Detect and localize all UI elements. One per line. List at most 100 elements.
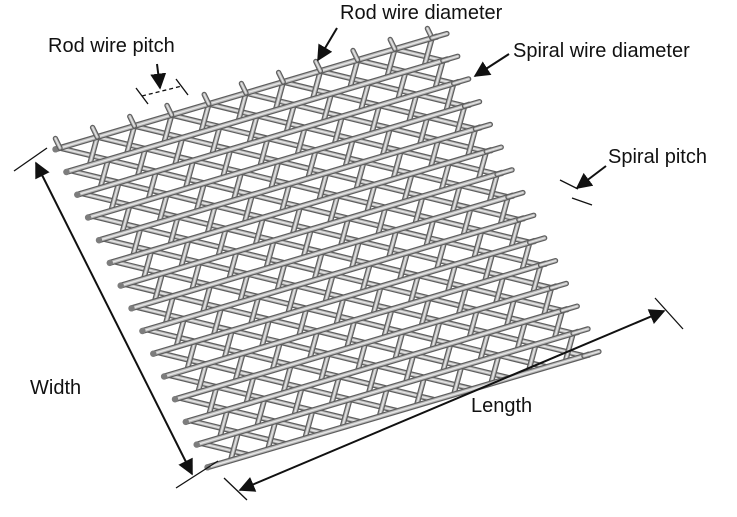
- spiral-loop-tip: [472, 121, 493, 132]
- spiral-wire-segment: [435, 137, 490, 155]
- spiral-wire-segment: [497, 194, 511, 228]
- spiral-wire-segment: [224, 406, 279, 425]
- spiral-loop-tip: [548, 280, 569, 291]
- spiral-wire-segment: [489, 250, 544, 268]
- spiral-wire-segment: [433, 238, 448, 273]
- spiral-wire-segment: [404, 249, 459, 268]
- spiral-wire-segment: [508, 216, 522, 251]
- spiral-wire-segment: [286, 181, 341, 199]
- spiral-wire-segment: [350, 136, 404, 154]
- spiral-wire-segment: [500, 273, 555, 291]
- spiral-wire-segment: [227, 429, 242, 464]
- spiral-wire-segment: [220, 146, 234, 181]
- spiral-wire-segment: [193, 180, 207, 215]
- spiral-wire-segment: [323, 170, 378, 188]
- rod-wire-end: [128, 305, 135, 312]
- spiral-wire-segment: [458, 363, 513, 381]
- spiral-wire-segment: [175, 214, 229, 232]
- spiral-wire-segment: [199, 282, 214, 316]
- spiral-wire-segment: [452, 261, 507, 279]
- spiral-wire-segment: [345, 215, 400, 233]
- spiral-wire-segment: [244, 271, 299, 289]
- spiral-wire-segment: [364, 181, 378, 216]
- spiral-wire-segment: [464, 126, 479, 160]
- spiral-pitch-extension-top: [559, 179, 579, 190]
- spiral-wire-segment: [230, 169, 245, 204]
- spiral-wire-segment: [409, 170, 463, 189]
- spiral-wire-segment: [426, 295, 480, 313]
- spiral-wire-segment: [375, 204, 389, 239]
- spiral-wire-segment: [86, 134, 100, 168]
- spiral-wire-segment: [229, 327, 283, 345]
- spiral-wire-segment: [438, 159, 452, 194]
- spiral-wire-segment: [303, 305, 358, 323]
- rod-wire: [63, 56, 451, 175]
- spiral-wire-segment: [309, 407, 364, 425]
- spiral-wire-segment: [209, 123, 223, 158]
- spiral-wire-segment: [272, 418, 327, 436]
- spiral-wire-segment: [519, 239, 533, 274]
- spiral-wire-segment: [427, 137, 441, 171]
- spiral-wire-segment: [460, 205, 474, 239]
- spiral-wire-segment: [285, 282, 299, 317]
- spiral-wire-segment: [227, 146, 282, 164]
- spiral-wire-segment: [198, 440, 252, 458]
- spiral-wire-segment: [289, 203, 304, 238]
- spiral-wire-segment: [243, 90, 297, 108]
- spiral-wire-segment: [361, 159, 415, 177]
- rod-wire-diameter-label: Rod wire diameter: [340, 2, 503, 24]
- spiral-wire-segment: [148, 247, 203, 266]
- spiral-wire-segment: [192, 338, 246, 356]
- spiral-wire-segment: [334, 192, 389, 211]
- rod-wire-end: [150, 350, 157, 357]
- spiral-loop-tip: [537, 258, 559, 268]
- spiral-wire-segment: [302, 124, 356, 142]
- spiral-wire-segment: [530, 262, 544, 297]
- spiral-wire-segment: [57, 145, 111, 163]
- spiral-wire-segment: [133, 304, 187, 322]
- spiral-wire-segment: [212, 203, 266, 221]
- spiral-wire-segment: [278, 181, 293, 215]
- spiral-loop-tip: [440, 53, 461, 64]
- spiral-wire-segment: [127, 202, 181, 220]
- spiral-wire-segment: [330, 271, 384, 290]
- spiral-wire-segment: [468, 205, 522, 223]
- spiral-wire-segment: [206, 101, 260, 119]
- spiral-wire-segment: [424, 114, 479, 132]
- spiral-wire-segment: [288, 362, 342, 380]
- rod-wire-end: [160, 373, 168, 380]
- spiral-wire-segment: [198, 101, 212, 135]
- spiral-wire-segment: [356, 238, 411, 256]
- spiral-wire-segment: [297, 203, 352, 222]
- spiral-wire-segment: [164, 191, 218, 209]
- spiral-wire-segment: [322, 271, 336, 306]
- spiral-wire-segment: [204, 203, 218, 237]
- spiral-wire-segment: [492, 273, 507, 308]
- spiral-loop-tip: [483, 144, 504, 155]
- spiral-wire-segment: [371, 181, 426, 200]
- rod-wire-end: [84, 214, 92, 221]
- spiral-wire-segment: [421, 35, 435, 69]
- spiral-wire-segment: [292, 282, 347, 301]
- spiral-wire-segment: [444, 261, 459, 296]
- length-extension-line-left: [223, 477, 248, 501]
- spiral-wire-segment: [387, 125, 441, 143]
- spiral-wire-segment: [395, 68, 409, 103]
- spiral-wire-segment: [251, 373, 305, 391]
- spiral-wire-segment: [261, 395, 316, 414]
- width-extension-line-top: [13, 147, 48, 172]
- spiral-wire-segment: [432, 57, 446, 92]
- spiral-wire-segment: [454, 103, 468, 138]
- spiral-wire-segment: [320, 90, 335, 125]
- spiral-wire-segment: [326, 192, 341, 227]
- spiral-wire-segment: [252, 214, 266, 249]
- spiral-wire-segment: [485, 329, 539, 348]
- spiral-wire-segment: [216, 406, 231, 441]
- spiral-loop-tip: [313, 58, 324, 74]
- spiral-loop-tip: [461, 99, 483, 109]
- spiral-wire-segment: [235, 90, 249, 124]
- spiral-wire-segment: [478, 227, 533, 246]
- spiral-loop-tip: [451, 76, 472, 87]
- spiral-loop-tip: [127, 113, 138, 129]
